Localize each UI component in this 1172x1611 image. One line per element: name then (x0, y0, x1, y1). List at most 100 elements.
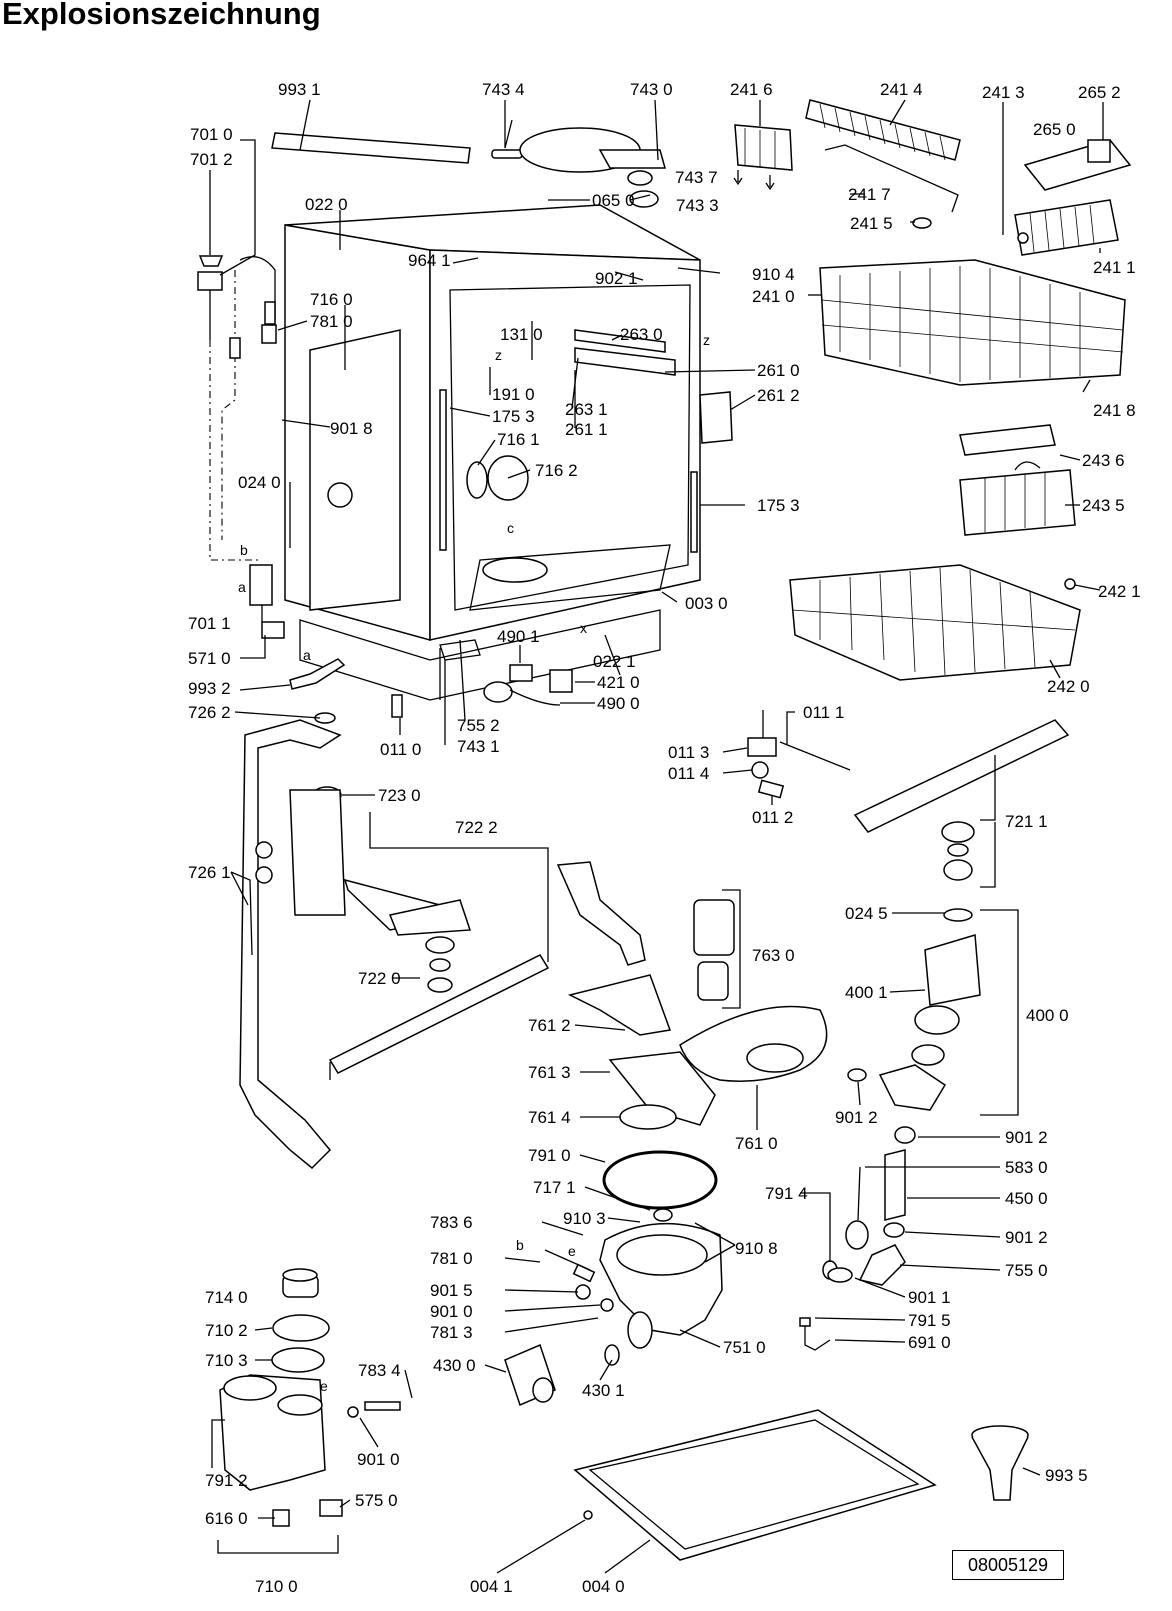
part-label-011-1: 011 1 (803, 703, 844, 722)
part-label-781-0: 781 0 (310, 312, 353, 331)
part-label-902-1: 902 1 (595, 269, 638, 288)
part-label-430-1: 430 1 (582, 1381, 625, 1400)
part-label-901-2-lower: 901 2 (1005, 1228, 1048, 1247)
part-label-722-0: 722 0 (358, 969, 401, 988)
part-label-964-1: 964 1 (408, 251, 451, 270)
part-label-241-4: 241 4 (880, 80, 923, 99)
part-label-721-1: 721 1 (1005, 812, 1048, 831)
part-label-993-1: 993 1 (278, 80, 321, 99)
part-label-901-2-upper: 901 2 (1005, 1128, 1048, 1147)
salt-container-part (219, 1268, 401, 1527)
part-label-242-1: 242 1 (1098, 582, 1141, 601)
part-label-710-3: 710 3 (205, 1351, 248, 1370)
part-label-241-1: 241 1 (1093, 258, 1136, 277)
part-label-175-3-upper: 175 3 (492, 407, 535, 426)
part-label-726-2: 726 2 (188, 703, 231, 722)
part-label-791-4: 791 4 (765, 1184, 808, 1203)
part-label-242-0: 242 0 (1047, 677, 1090, 696)
part-label-263-1: 263 1 (565, 400, 608, 419)
connection-marker-a-upper: a (238, 579, 246, 595)
part-label-901-0-salt: 901 0 (357, 1450, 400, 1469)
part-label-241-3: 241 3 (982, 83, 1025, 102)
part-sketches (197, 99, 1132, 1561)
part-label-241-5: 241 5 (850, 214, 893, 233)
part-label-910-4: 910 4 (752, 265, 795, 284)
part-label-263-0: 263 0 (620, 325, 663, 344)
part-label-743-0: 743 0 (630, 80, 673, 99)
page-title: Explosionszeichnung (2, 0, 321, 31)
pipe-part (239, 712, 346, 1170)
spray-arm-upper-part (853, 719, 1070, 881)
part-label-993-5: 993 5 (1045, 1466, 1088, 1485)
part-label-265-0: 265 0 (1033, 120, 1076, 139)
part-label-575-0: 575 0 (355, 1491, 398, 1510)
part-label-022-0: 022 0 (305, 195, 348, 214)
part-label-701-1: 701 1 (188, 614, 231, 633)
pump-part (847, 908, 981, 1111)
part-label-691-0: 691 0 (908, 1333, 951, 1352)
part-label-400-0: 400 0 (1026, 1006, 1069, 1025)
heater-pipe-part (822, 1126, 916, 1286)
part-label-011-4: 011 4 (668, 764, 709, 783)
part-label-791-5: 791 5 (908, 1311, 951, 1330)
lower-rack-part (789, 564, 1081, 681)
connection-marker-e-lower: e (320, 1378, 328, 1394)
part-label-616-0: 616 0 (205, 1509, 248, 1528)
part-label-723-0: 723 0 (378, 786, 421, 805)
base-tray-part (573, 1409, 937, 1561)
part-label-716-1: 716 1 (497, 430, 540, 449)
connection-marker-x: x (580, 620, 587, 636)
part-label-701-2: 701 2 (190, 150, 233, 169)
part-label-763-0: 763 0 (752, 946, 795, 965)
cup-rack-part (805, 99, 961, 229)
part-label-716-0: 716 0 (310, 290, 353, 309)
part-label-571-0: 571 0 (188, 649, 231, 668)
part-label-011-3: 011 3 (668, 743, 709, 762)
part-label-781-3: 781 3 (430, 1323, 473, 1342)
part-label-755-2: 755 2 (457, 716, 500, 735)
side-rack-part (1014, 139, 1132, 256)
part-label-421-0: 421 0 (597, 673, 640, 692)
part-label-490-1: 490 1 (497, 627, 540, 646)
part-label-743-7: 743 7 (675, 168, 718, 187)
bracket-part (733, 124, 793, 191)
connection-marker-a-lower: a (303, 647, 311, 663)
drawing-number: 08005129 (952, 1550, 1064, 1580)
connection-marker-b-lower: b (516, 1237, 524, 1253)
part-label-243-6: 243 6 (1082, 451, 1125, 470)
connector-part (439, 639, 573, 706)
part-label-004-0: 004 0 (582, 1577, 625, 1596)
part-label-751-0: 751 0 (723, 1338, 766, 1357)
part-label-011-2: 011 2 (752, 808, 793, 827)
hose-part (197, 255, 403, 718)
part-label-024-0: 024 0 (238, 473, 281, 492)
part-label-761-2: 761 2 (528, 1016, 571, 1035)
part-label-717-1: 717 1 (533, 1178, 576, 1197)
part-label-901-2-pump: 901 2 (835, 1108, 878, 1127)
part-label-065-0: 065 0 (592, 191, 635, 210)
part-label-490-0: 490 0 (597, 694, 640, 713)
part-label-241-7: 241 7 (848, 185, 891, 204)
part-label-243-5: 243 5 (1082, 496, 1125, 515)
part-label-710-0: 710 0 (255, 1577, 298, 1596)
part-label-993-2: 993 2 (188, 679, 231, 698)
connection-marker-z-right: z (703, 332, 710, 348)
part-label-400-1: 400 1 (845, 983, 888, 1002)
part-labels: 993 1 743 4 743 0 241 6 241 4 241 3 265 … (188, 80, 1141, 1596)
strip-part (271, 132, 471, 164)
part-label-003-0: 003 0 (685, 594, 728, 613)
part-label-175-3-lower: 175 3 (757, 496, 800, 515)
part-label-791-2: 791 2 (205, 1471, 248, 1490)
part-label-191-0: 191 0 (492, 385, 535, 404)
part-label-261-2: 261 2 (757, 386, 800, 405)
foot-part (747, 710, 851, 799)
part-label-761-0: 761 0 (735, 1134, 778, 1153)
part-label-901-8: 901 8 (330, 419, 373, 438)
tub-cabinet-part (284, 204, 733, 701)
leader-lines (209, 99, 1104, 1574)
part-label-743-1: 743 1 (457, 737, 500, 756)
part-label-755-0: 755 0 (1005, 1261, 1048, 1280)
part-label-261-0: 261 0 (757, 361, 800, 380)
part-label-783-6: 783 6 (430, 1213, 473, 1232)
